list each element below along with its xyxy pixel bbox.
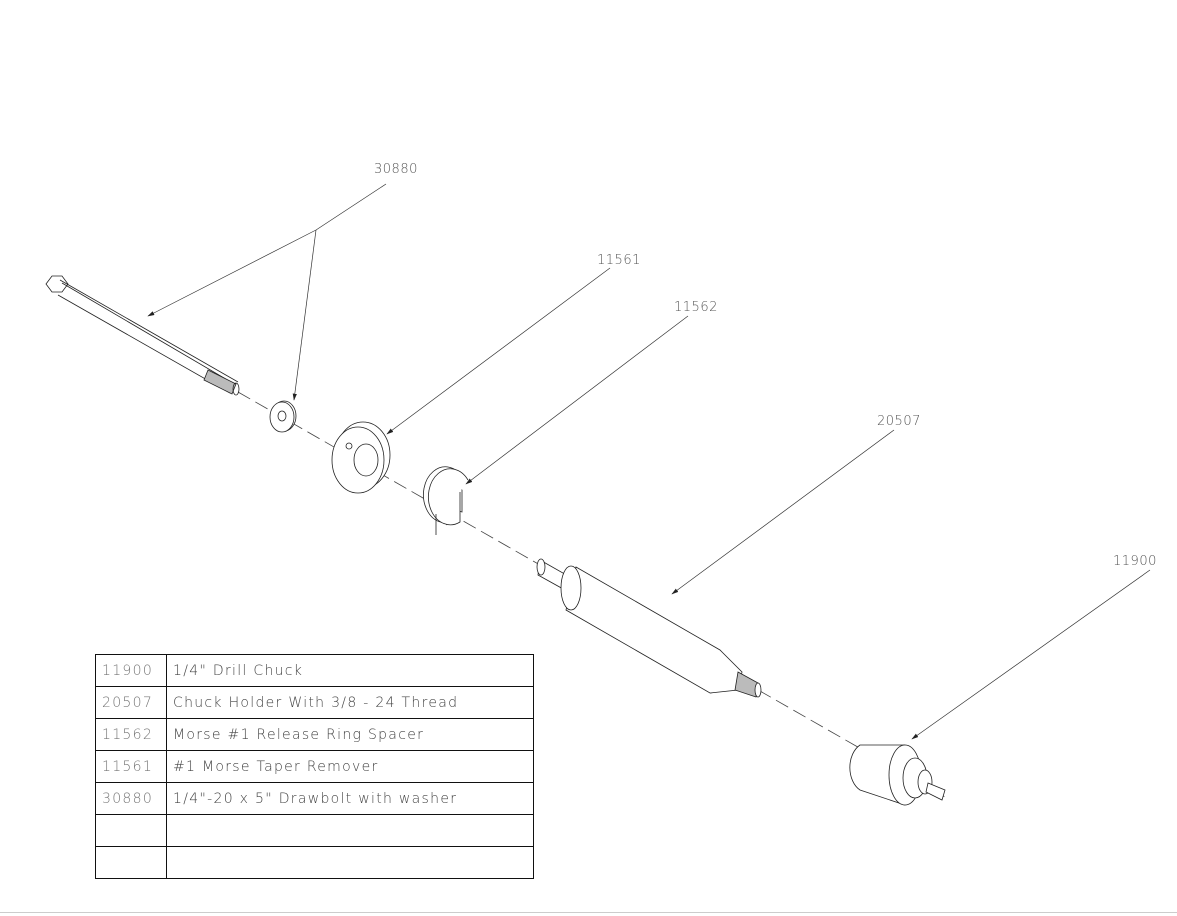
callout-30880: 30880: [374, 162, 418, 177]
part-description: 1/4" Drill Chuck: [166, 654, 534, 687]
part-description: Morse #1 Release Ring Spacer: [166, 718, 534, 751]
callout-11562: 11562: [674, 300, 718, 315]
part-description: Chuck Holder With 3/8 - 24 Thread: [166, 686, 534, 719]
part-number: [95, 846, 167, 879]
taper-remover-ring: [331, 421, 391, 494]
drawbolt: [45, 275, 240, 396]
table-row: [95, 814, 534, 847]
drill-chuck: [849, 744, 946, 806]
part-description: [166, 814, 534, 847]
part-description: #1 Morse Taper Remover: [166, 750, 534, 783]
release-ring-spacer: [423, 466, 469, 535]
table-row: 11561#1 Morse Taper Remover: [95, 750, 534, 783]
part-number: 11561: [95, 750, 167, 783]
leader-lines: [147, 183, 1151, 740]
part-description: 1/4"-20 x 5" Drawbolt with washer: [166, 782, 534, 815]
table-row: [95, 846, 534, 879]
chuck-holder: [536, 558, 762, 698]
part-number: 11900: [95, 654, 167, 687]
part-number: [95, 814, 167, 847]
part-number: 11562: [95, 718, 167, 751]
part-number: 30880: [95, 782, 167, 815]
washer: [269, 400, 297, 433]
callout-11900: 11900: [1113, 554, 1157, 569]
part-number: 20507: [95, 686, 167, 719]
callout-20507: 20507: [877, 414, 921, 429]
part-description: [166, 846, 534, 879]
callout-11561: 11561: [597, 253, 641, 268]
page-bottom-border: [0, 912, 1177, 913]
